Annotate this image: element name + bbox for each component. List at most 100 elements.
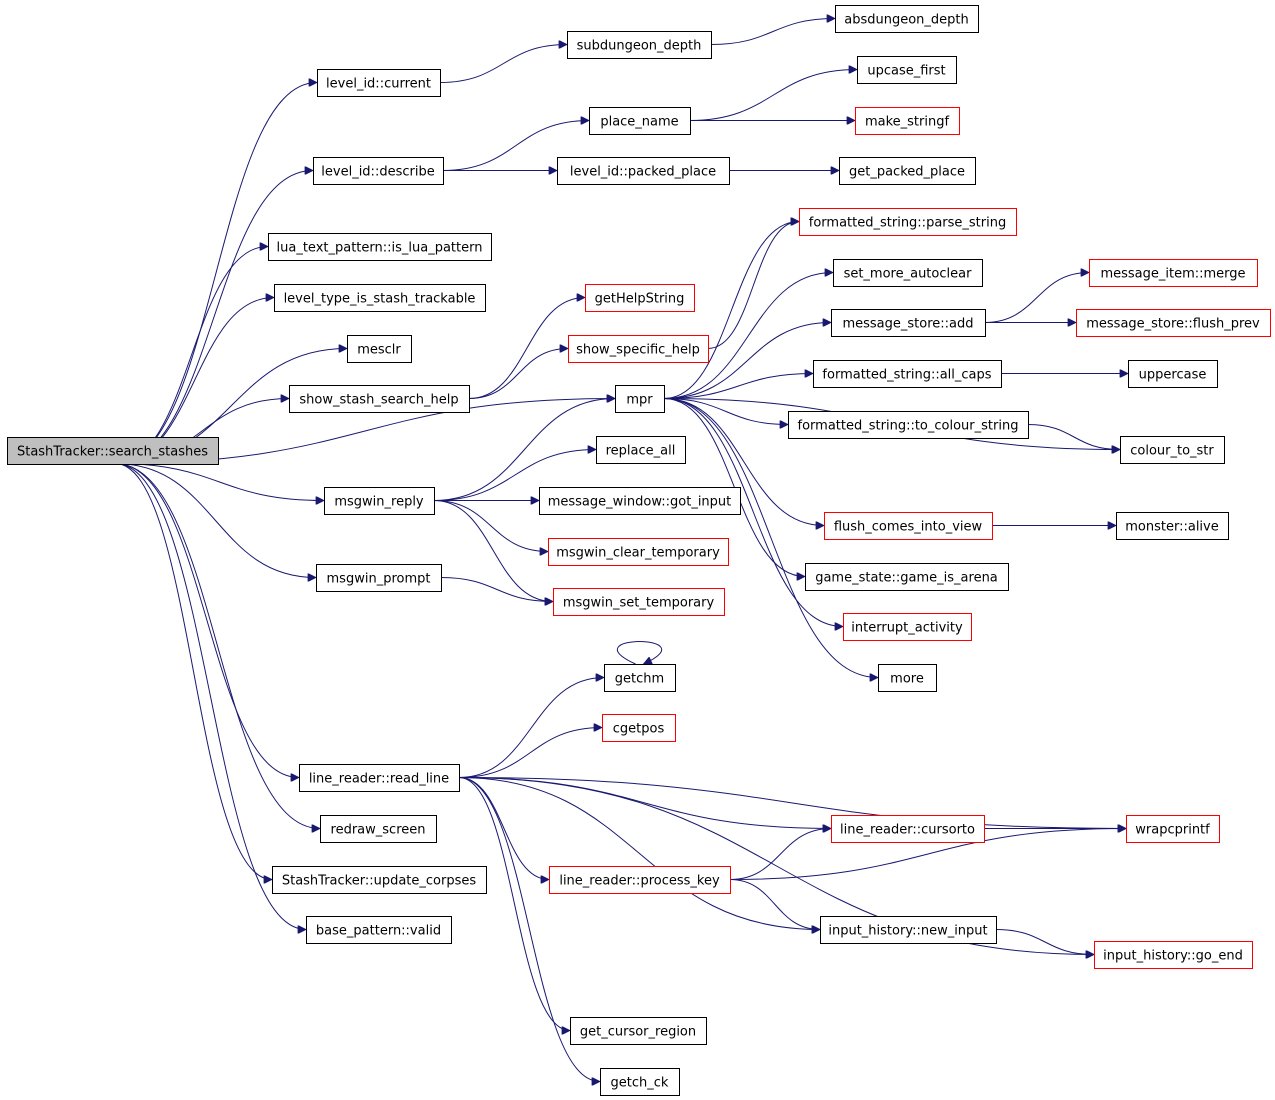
- node-msgwinreply[interactable]: msgwin_reply: [324, 487, 435, 515]
- node-gotinput[interactable]: message_window::got_input: [539, 487, 741, 515]
- node-placename[interactable]: place_name: [589, 107, 691, 135]
- edge-root-to-updatecorpses: [114, 463, 272, 880]
- node-box: [299, 764, 460, 792]
- node-label: monster::alive: [1125, 520, 1218, 535]
- edge-msgwinreply-to-mpr: [433, 399, 615, 501]
- node-uppercase[interactable]: uppercase: [1128, 360, 1218, 388]
- node-flushprev[interactable]: message_store::flush_prev: [1076, 309, 1271, 337]
- node-box: [7, 437, 219, 465]
- node-label: StashTracker::search_stashes: [17, 445, 208, 460]
- edge-mpr-to-msgadd: [663, 323, 831, 399]
- node-cursorregion[interactable]: get_cursor_region: [570, 1017, 707, 1045]
- node-subdungeon[interactable]: subdungeon_depth: [567, 31, 712, 59]
- node-box: [268, 233, 492, 261]
- node-flushview[interactable]: flush_comes_into_view: [824, 512, 993, 540]
- node-label: show_stash_search_help: [299, 393, 458, 408]
- node-box: [548, 538, 729, 566]
- node-colourtostr[interactable]: colour_to_str: [1120, 436, 1225, 464]
- node-tocolour[interactable]: formatted_string::to_colour_string: [788, 411, 1029, 439]
- node-mesclr[interactable]: mesclr: [347, 335, 412, 363]
- node-replaceall[interactable]: replace_all: [596, 436, 686, 464]
- node-box: [799, 208, 1017, 236]
- node-newinput[interactable]: input_history::new_input: [820, 916, 997, 944]
- edge-readline-to-cursorto: [458, 777, 831, 829]
- node-absdungeon[interactable]: absdungeon_depth: [835, 5, 979, 33]
- node-searchhelp[interactable]: show_stash_search_help: [289, 385, 470, 413]
- node-readline[interactable]: line_reader::read_line: [299, 764, 460, 792]
- node-msgadd[interactable]: message_store::add: [831, 309, 986, 337]
- edge-readline-to-getchm: [458, 678, 604, 778]
- node-label: formatted_string::to_colour_string: [798, 419, 1019, 434]
- node-box: [831, 815, 985, 843]
- node-validpattern[interactable]: base_pattern::valid: [306, 916, 452, 944]
- edge-mpr-to-parsestring: [663, 222, 799, 399]
- node-gamearena[interactable]: game_state::game_is_arena: [805, 563, 1009, 591]
- node-luapattern[interactable]: lua_text_pattern::is_lua_pattern: [268, 233, 492, 261]
- node-allcaps[interactable]: formatted_string::all_caps: [813, 360, 1002, 388]
- node-makestringf[interactable]: make_stringf: [855, 107, 960, 135]
- node-box: [313, 157, 444, 185]
- node-label: input_history::go_end: [1103, 949, 1243, 964]
- node-goend[interactable]: input_history::go_end: [1094, 941, 1253, 969]
- edge-readline-to-newinput: [458, 777, 820, 930]
- node-cleartemp[interactable]: msgwin_clear_temporary: [548, 538, 729, 566]
- node-showhelp[interactable]: show_specific_help: [568, 335, 709, 363]
- node-current[interactable]: level_id::current: [317, 69, 441, 97]
- node-wrapcprintf[interactable]: wrapcprintf: [1126, 815, 1220, 843]
- node-box: [835, 5, 979, 33]
- edge-readline-to-wrapcprintf: [458, 777, 1126, 829]
- node-msgwinprompt[interactable]: msgwin_prompt: [316, 564, 442, 592]
- node-mpr[interactable]: mpr: [615, 385, 665, 413]
- edge-root-to-msgwinprompt: [114, 463, 316, 578]
- node-label: uppercase: [1139, 368, 1207, 383]
- node-describe[interactable]: level_id::describe: [313, 157, 444, 185]
- node-gethelp[interactable]: getHelpString: [585, 284, 695, 312]
- node-updatecorpses[interactable]: StashTracker::update_corpses: [272, 866, 487, 894]
- node-stashtrackable[interactable]: level_type_is_stash_trackable: [274, 284, 486, 312]
- node-label: make_stringf: [865, 115, 950, 130]
- node-label: message_store::add: [842, 317, 973, 332]
- edge-root-to-validpattern: [114, 463, 306, 930]
- node-getpacked[interactable]: get_packed_place: [839, 157, 976, 185]
- node-more[interactable]: more: [878, 664, 937, 692]
- node-moreautoclear[interactable]: set_more_autoclear: [833, 259, 983, 287]
- edge-processkey-to-newinput: [729, 879, 820, 930]
- node-processkey[interactable]: line_reader::process_key: [549, 866, 731, 894]
- node-msgmerge[interactable]: message_item::merge: [1089, 259, 1258, 287]
- node-interrupt[interactable]: interrupt_activity: [843, 613, 972, 641]
- node-box: [539, 487, 741, 515]
- node-label: message_item::merge: [1100, 267, 1245, 282]
- node-getchm[interactable]: getchm: [604, 664, 676, 692]
- node-getchck[interactable]: getch_ck: [600, 1068, 680, 1096]
- node-box: [557, 157, 730, 185]
- edge-describe-to-placename: [442, 121, 589, 171]
- node-root[interactable]: StashTracker::search_stashes: [7, 437, 219, 465]
- node-redraw[interactable]: redraw_screen: [320, 815, 437, 843]
- node-cgetpos[interactable]: cgetpos: [602, 714, 676, 742]
- node-cursorto[interactable]: line_reader::cursorto: [831, 815, 985, 843]
- node-box: [855, 107, 960, 135]
- edge-root-to-redraw: [114, 463, 320, 829]
- node-label: line_reader::read_line: [309, 772, 449, 787]
- node-box: [289, 385, 470, 413]
- edge-placename-to-upcase: [689, 70, 857, 121]
- node-label: message_window::got_input: [548, 495, 732, 510]
- node-upcase[interactable]: upcase_first: [857, 56, 957, 84]
- node-parsestring[interactable]: formatted_string::parse_string: [799, 208, 1017, 236]
- edge-newinput-to-goend: [995, 929, 1094, 955]
- node-label: lua_text_pattern::is_lua_pattern: [277, 241, 483, 256]
- edge-processkey-to-wrapcprintf: [729, 829, 1126, 880]
- edge-mpr-to-moreautoclear: [663, 273, 833, 399]
- node-settemp[interactable]: msgwin_set_temporary: [553, 588, 725, 616]
- node-box: [1128, 360, 1218, 388]
- node-label: formatted_string::all_caps: [822, 368, 991, 383]
- node-box: [615, 385, 665, 413]
- node-label: redraw_screen: [331, 823, 426, 838]
- node-label: level_id::describe: [321, 165, 434, 180]
- node-packedplace[interactable]: level_id::packed_place: [557, 157, 730, 185]
- node-alive[interactable]: monster::alive: [1116, 512, 1229, 540]
- node-label: line_reader::process_key: [559, 874, 720, 889]
- node-label: msgwin_set_temporary: [563, 596, 715, 611]
- node-label: level_id::packed_place: [570, 165, 716, 180]
